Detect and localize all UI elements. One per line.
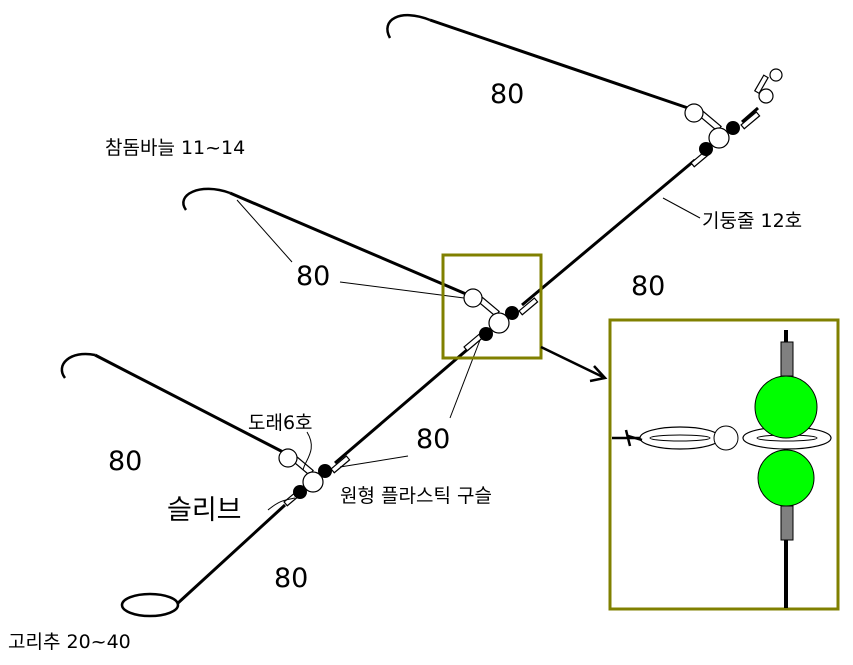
detail-inset xyxy=(608,318,840,611)
sleeve-label: 슬리브 xyxy=(167,495,242,526)
black-beads xyxy=(293,121,740,499)
length-label: 80 xyxy=(274,563,309,594)
hook-label: 참돔바늘 11~14 xyxy=(105,137,246,159)
length-label: 80 xyxy=(490,79,525,110)
white-beads xyxy=(278,68,783,493)
swivel-label: 도래6호 xyxy=(248,412,313,434)
length-label: 80 xyxy=(631,271,666,302)
highlight-box xyxy=(441,253,543,360)
length-label: 80 xyxy=(416,424,451,455)
branch-lines xyxy=(94,18,689,454)
sinker-loop-icon xyxy=(120,592,180,618)
length-label: 80 xyxy=(296,261,331,292)
arrow-icon xyxy=(540,345,608,383)
main-line-label: 기둥줄 12호 xyxy=(702,210,803,232)
hook-icons xyxy=(60,14,431,379)
main-line xyxy=(176,106,759,605)
length-label: 80 xyxy=(108,446,143,477)
sinker-label: 고리추 20~40 xyxy=(8,631,131,653)
bead-label: 원형 플라스틱 구슬 xyxy=(340,485,492,507)
